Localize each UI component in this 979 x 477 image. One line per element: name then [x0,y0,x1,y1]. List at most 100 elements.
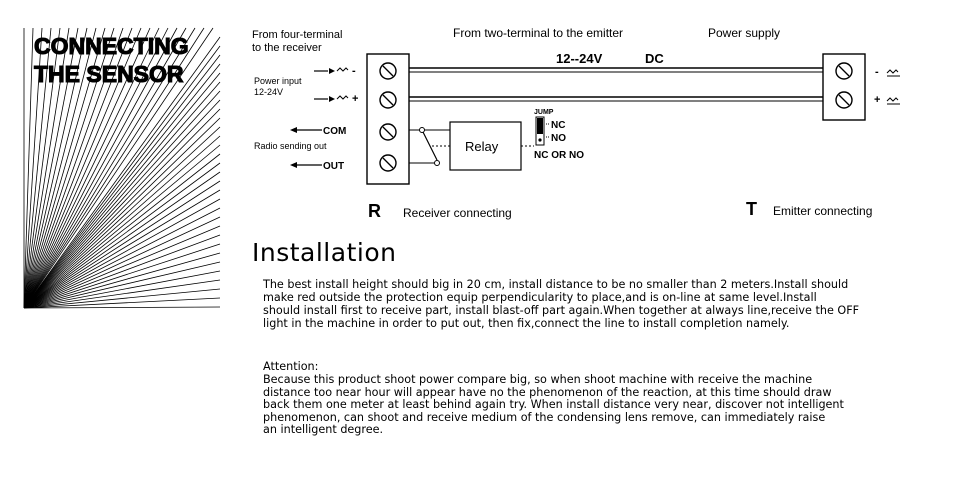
sunburst-ray [23,54,221,309]
sunburst-ray [23,27,205,309]
heading-line2: THE SENSOR [34,61,184,87]
sunburst-ray [23,270,221,309]
sunburst-ray [23,27,97,309]
label-from-two-terminal: From two-terminal to the emitter [453,26,623,40]
arrow-com-head [290,127,297,133]
sunburst-ray [23,27,70,309]
dc-symbol-right-1 [886,69,899,74]
receiver-connecting-label: Receiver connecting [403,206,512,220]
label-radio-sending-out: Radio sending out [254,141,327,151]
label-com: COM [323,126,346,137]
pos-symbol-left: + [352,93,358,105]
sunburst-ray [23,27,115,309]
sunburst-ray [23,198,221,309]
sunburst-ray [23,27,178,309]
sunburst-ray [23,27,52,309]
sunburst-ray [23,27,160,309]
emitter-screw-2 [835,91,853,109]
sunburst-ray [23,261,221,309]
receiver-screw-2 [379,91,397,109]
emitter-screw-1 [835,62,853,80]
arrow-pos-in-head [329,96,335,102]
sunburst-ray [23,135,221,309]
sunburst-decoration [23,27,221,309]
label-dc: DC [645,51,664,66]
sunburst-ray [23,108,221,309]
receiver-terminal-block [366,53,410,185]
installation-body: The best install height should big in 20… [263,278,860,330]
sunburst-ray [23,90,221,309]
attention-title: Attention: [263,360,319,373]
sunburst-ray [23,81,221,309]
sunburst-ray [23,171,221,309]
emitter-connecting-label: Emitter connecting [773,204,872,218]
sunburst-ray [23,234,221,309]
label-out: OUT [323,161,344,172]
jumper-cap [537,118,543,134]
sunburst-ray [23,288,221,309]
label-no: NO [551,133,566,144]
sunburst-ray [23,27,106,309]
label-nc: NC [551,120,565,131]
sunburst-ray [23,27,142,309]
sunburst-ray [23,153,221,309]
sunburst-ray [23,216,221,309]
sunburst-ray [23,27,169,309]
sunburst-ray [23,297,221,309]
dc-symbol-left-2 [336,95,349,100]
label-to-receiver: to the receiver [252,42,322,54]
sunburst-ray [23,45,221,309]
sunburst-ray [23,27,133,309]
sunburst-ray [23,306,221,309]
sunburst-ray [23,27,88,309]
pos-symbol-right: + [874,94,880,106]
arrow-neg-in-head [329,68,335,74]
label-from-four-terminal: From four-terminal [252,29,342,41]
attention-body: Because this product shoot power compare… [263,373,844,437]
receiver-screw-4 [379,154,397,172]
sunburst-ray [23,63,221,309]
sunburst-ray [23,72,221,309]
neg-symbol-left: - [352,65,356,77]
emitter-letter: T [746,199,757,219]
relay-switch-arm [422,131,438,161]
sunburst-ray [23,189,221,309]
sunburst-ray [23,279,221,309]
sunburst-ray [23,27,187,309]
sunburst-ray [23,225,221,309]
sunburst-ray [23,99,221,309]
label-relay: Relay [465,139,499,154]
sunburst-ray [23,126,221,309]
heading-line1: CONNECTING [34,33,189,59]
label-nc-or-no: NC OR NO [534,150,584,161]
sunburst-ray [23,27,34,309]
sunburst-ray [23,180,221,309]
dc-symbol-right-2 [886,97,899,102]
relay-contact-top [419,127,425,133]
sunburst-ray [23,162,221,309]
sunburst-ray [23,36,221,309]
label-power-input-voltage: 12-24V [254,87,283,97]
sunburst-ray [23,27,151,309]
sunburst-ray [23,117,221,309]
sunburst-ray [23,27,61,309]
sunburst-ray [23,243,221,309]
receiver-screw-1 [379,62,397,80]
sunburst-ray [23,27,196,309]
receiver-letter: R [368,201,381,221]
relay-box [449,121,522,171]
sunburst-ray [23,27,214,309]
sunburst-ray [23,27,43,309]
sunburst-ray [23,144,221,309]
label-power-input: Power input [254,76,302,86]
sunburst-ray [23,27,124,309]
label-voltage: 12--24V [556,51,603,66]
dc-symbol-left-1 [336,67,349,72]
sunburst-ray [23,252,221,309]
sunburst-ray [23,207,221,309]
jumper-pin [538,138,542,142]
sunburst-ray [23,27,79,309]
installation-title: Installation [252,238,397,267]
relay-contact-bottom [434,160,440,166]
